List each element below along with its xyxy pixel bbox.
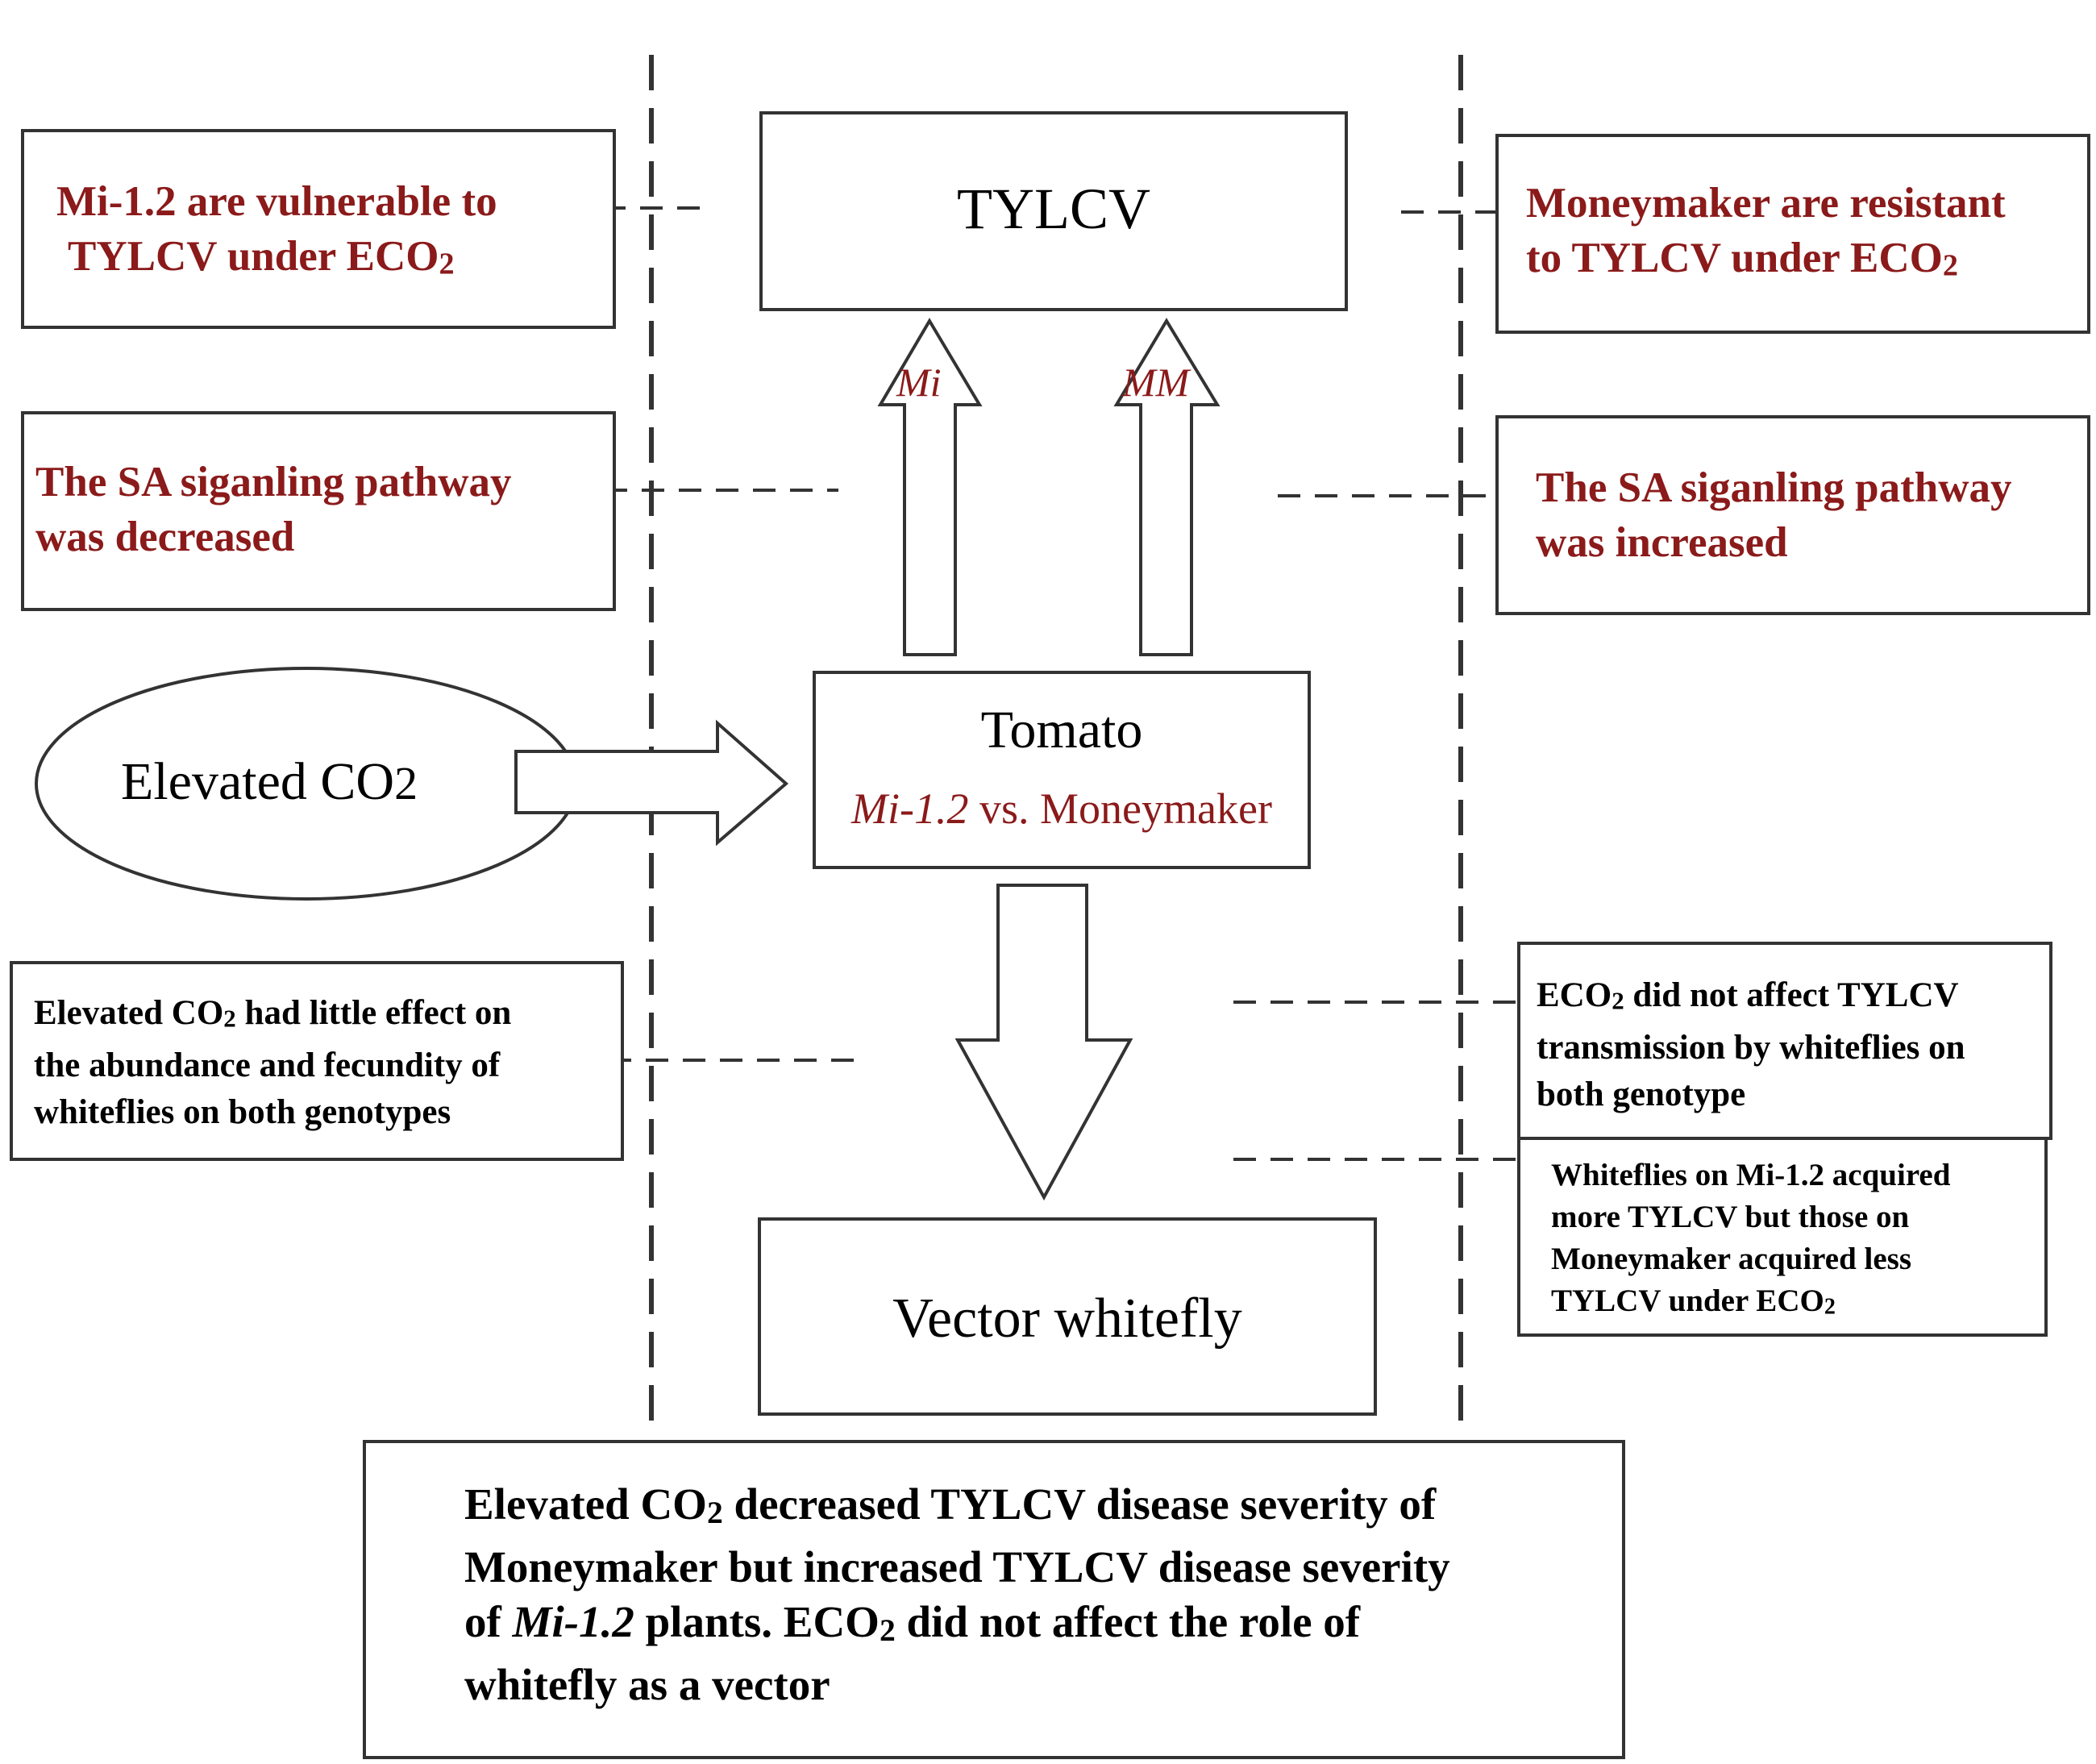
arrow-mi-up [877, 318, 983, 656]
mm-resistant-eco2-subscript: 2 [1942, 248, 1958, 283]
arrow-mm-label: MM [1122, 360, 1190, 405]
whitefly-abundance-box: Elevated CO2 had little effect on the ab… [10, 961, 624, 1161]
mm-resistant-line-1: Moneymaker are resistant [1526, 180, 2006, 227]
elevated-co2-label: Elevated CO2 [121, 746, 492, 820]
conclusion-line-1-suffix: decreased TYLCV disease severity of [722, 1479, 1437, 1529]
acquired-line-2: more TYLCV but those on [1551, 1200, 1910, 1234]
mm-resistant-line-2: to TYLCV under ECO2 [1526, 231, 2086, 293]
sa-increased-line-1: The SA siganling pathway [1536, 464, 2012, 511]
elevated-co2-subscript: 2 [394, 757, 418, 809]
tomato-vs-moneymaker: vs. Moneymaker [968, 784, 1272, 833]
sa-decreased-box: The SA siganling pathway was decreased [21, 411, 616, 611]
sa-increased-line-2: was increased [1536, 519, 1788, 566]
sa-decreased-line-2: was decreased [35, 514, 295, 560]
transmission-box: ECO2 did not affect TYLCV transmission b… [1517, 942, 2052, 1140]
conclusion-box: Elevated CO2 decreased TYLCV disease sev… [363, 1440, 1625, 1759]
tomato-box: Tomato Mi-1.2 vs. Moneymaker [813, 671, 1311, 869]
conclusion-line-1-prefix: Elevated CO [464, 1479, 707, 1529]
mm-resistant-box: Moneymaker are resistant to TYLCV under … [1495, 134, 2090, 334]
conclusion-line-3: of Mi-1.2 plants. ECO2 did not affect th… [464, 1595, 1609, 1658]
transmission-line-1-prefix: ECO [1537, 976, 1612, 1014]
sa-increased-text: The SA siganling pathway was increased [1536, 460, 2087, 570]
transmission-line-1-suffix: did not affect TYLCV [1624, 976, 1959, 1014]
acquired-line-3: Moneymaker acquired less [1551, 1242, 1912, 1276]
transmission-line-2: transmission by whiteflies on [1537, 1028, 1965, 1067]
tomato-genotypes: Mi-1.2 vs. Moneymaker [816, 780, 1308, 837]
conclusion-line-3-middle: plants. ECO [634, 1596, 880, 1646]
tomato-mi-genotype: Mi-1.2 [851, 784, 969, 833]
conclusion-line-3-end: did not affect the role of [895, 1596, 1361, 1646]
arrow-co2-to-tomato [514, 719, 789, 847]
conclusion-line-3-genotype: Mi-1.2 [512, 1596, 634, 1646]
acquired-text: Whiteflies on Mi-1.2 acquired more TYLCV… [1551, 1155, 2043, 1328]
acquired-line-1: Whiteflies on Mi-1.2 acquired [1551, 1158, 1951, 1192]
arrow-mm-up [1113, 318, 1221, 656]
whitefly-abundance-line-2: the abundance and fecundity of [34, 1046, 501, 1084]
whitefly-abundance-line-3: whiteflies on both genotypes [34, 1092, 451, 1131]
sa-increased-box: The SA siganling pathway was increased [1495, 415, 2090, 615]
elevated-co2-text: Elevated CO [121, 752, 395, 811]
whitefly-abundance-co2-subscript: 2 [223, 1004, 236, 1033]
vector-whitefly-label: Vector whitefly [892, 1288, 1242, 1350]
sa-decreased-line-1: The SA siganling pathway [35, 459, 512, 505]
conclusion-co2-subscript: 2 [706, 1494, 723, 1530]
transmission-line-3: both genotype [1537, 1075, 1746, 1113]
arrow-tomato-to-whitefly [954, 884, 1133, 1201]
acquired-eco2-subscript: 2 [1824, 1294, 1836, 1320]
mm-resistant-text: Moneymaker are resistant to TYLCV under … [1526, 176, 2086, 293]
conclusion-eco2-subscript: 2 [879, 1612, 896, 1648]
tylcv-box: TYLCV [759, 111, 1348, 311]
tomato-title: Tomato [980, 701, 1143, 759]
whitefly-abundance-line-1-prefix: Elevated CO [34, 994, 224, 1032]
acquired-line-4: TYLCV under ECO2 [1551, 1280, 2043, 1328]
mm-resistant-line-2-text: to TYLCV under ECO [1526, 235, 1943, 281]
transmission-line-1: ECO2 did not affect TYLCV [1537, 972, 2052, 1025]
whitefly-abundance-text: Elevated CO2 had little effect on the ab… [34, 990, 614, 1136]
whitefly-abundance-line-1: Elevated CO2 had little effect on [34, 990, 614, 1042]
whitefly-abundance-line-1-suffix: had little effect on [235, 994, 512, 1032]
tylcv-label: TYLCV [957, 177, 1150, 241]
conclusion-line-1: Elevated CO2 decreased TYLCV disease sev… [464, 1477, 1609, 1540]
transmission-text: ECO2 did not affect TYLCV transmission b… [1537, 972, 2052, 1118]
arrow-mi-label: Mi [896, 360, 942, 405]
conclusion-line-3-prefix: of [464, 1596, 513, 1646]
mi-vulnerable-eco2-subscript: 2 [439, 247, 455, 281]
acquired-line-4-text: TYLCV under ECO [1551, 1283, 1824, 1318]
mi-vulnerable-text: Mi-1.2 are vulnerable to TYLCV under ECO… [56, 174, 605, 292]
transmission-eco2-subscript: 2 [1612, 986, 1624, 1015]
mi-vulnerable-box: Mi-1.2 are vulnerable to TYLCV under ECO… [21, 129, 616, 329]
acquired-box: Whiteflies on Mi-1.2 acquired more TYLCV… [1517, 1137, 2048, 1337]
conclusion-line-4: whitefly as a vector [464, 1659, 830, 1709]
conclusion-line-2: Moneymaker but increased TYLCV disease s… [464, 1541, 1450, 1591]
mi-vulnerable-line-2-text: TYLCV under ECO [68, 233, 439, 280]
sa-decreased-text: The SA siganling pathway was decreased [35, 455, 608, 564]
conclusion-text: Elevated CO2 decreased TYLCV disease sev… [464, 1477, 1609, 1712]
vector-whitefly-box: Vector whitefly [758, 1217, 1377, 1416]
mi-vulnerable-line-1: Mi-1.2 are vulnerable to [56, 178, 497, 225]
mi-vulnerable-line-2: TYLCV under ECO2 [56, 229, 605, 292]
